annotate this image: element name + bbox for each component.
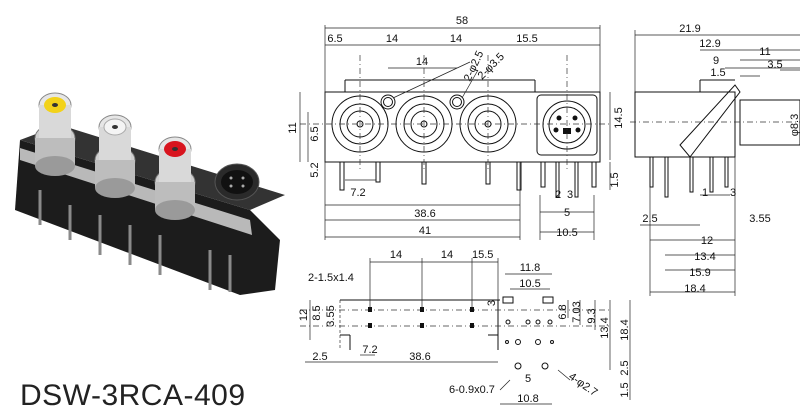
pcb-dim-11-8: 11.8 <box>520 262 541 274</box>
pcb-dim-2-1-5x1-4: 2-1.5x1.4 <box>308 272 354 284</box>
pcb-dim-13-4: 13.4 <box>599 317 611 338</box>
side-dim-15-9: 15.9 <box>689 267 710 279</box>
side-dim-21-9: 21.9 <box>679 23 700 35</box>
front-dim-6-5: 6.5 <box>327 33 342 45</box>
pcb-dim-2-5: 2.5 <box>312 351 327 363</box>
front-dim-14a: 14 <box>386 33 398 45</box>
product-photo <box>15 92 285 295</box>
front-dim-5-2: 5.2 <box>309 162 321 177</box>
pcb-dim-10-8: 10.8 <box>517 393 538 405</box>
side-dim-12: 12 <box>701 235 713 247</box>
pcb-dim-15-5: 15.5 <box>472 249 493 261</box>
side-dim-18-4: 18.4 <box>684 283 705 295</box>
pcb-dim-2-5v: 2.5 <box>619 360 631 375</box>
front-dim-3: 3 <box>567 189 573 201</box>
front-dim-5: 5 <box>564 207 570 219</box>
side-dim-11: 11 <box>759 46 770 58</box>
front-dim-6-5v: 6.5 <box>309 126 321 141</box>
front-dim-lines <box>299 25 611 240</box>
pcb-dim-14a: 14 <box>390 249 402 261</box>
front-dim-38-6: 38.6 <box>414 208 435 220</box>
pcb-dim-18-4: 18.4 <box>619 319 631 340</box>
side-dim-phi8-3: φ8.3 <box>789 114 800 136</box>
side-dim-2-5: 2.5 <box>642 213 657 225</box>
pcb-dim-8-5: 8.5 <box>311 305 323 320</box>
side-dim-3-55: 3.55 <box>749 213 770 225</box>
side-dim-lines <box>634 30 800 296</box>
front-dim-2: 2 <box>555 189 561 201</box>
side-dim-1-5: 1.5 <box>710 67 725 79</box>
front-view: 58 6.5 14 14 15.5 14 2-φ2.5 2-φ3.5 11 6.… <box>287 15 625 240</box>
pins <box>38 190 232 292</box>
front-dim-41: 41 <box>419 225 431 237</box>
s-video-jack <box>214 163 260 201</box>
pcb-dim-7-2: 7.2 <box>362 344 377 356</box>
side-body <box>634 91 736 158</box>
side-dim-3: 3 <box>730 187 736 199</box>
pcb-dim-6-0-9x0-7: 6-0.9x0.7 <box>449 384 495 396</box>
pcb-dim-10-5: 10.5 <box>519 278 540 290</box>
side-dim-13-4: 13.4 <box>694 251 715 263</box>
front-dim-width: 58 <box>456 15 468 27</box>
pcb-dim-lines <box>305 258 631 405</box>
pcb-layout: 14 14 15.5 2-1.5x1.4 11.8 10.5 3 6.8 7.0… <box>298 249 631 405</box>
pcb-dim-3-55: 3.55 <box>325 305 337 326</box>
front-pins <box>339 161 597 198</box>
pcb-dim-1-5: 1.5 <box>619 382 631 397</box>
side-dim-9: 9 <box>713 55 719 67</box>
pcb-dim-7-03: 7.03 <box>571 301 583 322</box>
rca-jack-white <box>94 114 136 198</box>
front-dim-14b: 14 <box>450 33 462 45</box>
side-dim-3-5: 3.5 <box>767 59 782 71</box>
front-dim-15-5: 15.5 <box>516 33 537 45</box>
front-dim-10-5: 10.5 <box>556 227 577 239</box>
side-dim-12-9: 12.9 <box>699 38 720 50</box>
front-dim-14-5: 14.5 <box>613 107 625 128</box>
mount-hole-2 <box>449 94 465 110</box>
side-jack-barrel <box>739 99 800 146</box>
model-title: DSW-3RCA-409 <box>20 379 246 412</box>
front-dim-14-holes: 14 <box>416 56 428 68</box>
pcb-dim-9-3: 9.3 <box>586 308 598 323</box>
metal-bracket <box>20 148 252 235</box>
pcb-dim-6-8: 6.8 <box>557 304 569 319</box>
front-dim-1-5: 1.5 <box>609 172 621 187</box>
pcb-dim-5: 5 <box>525 373 531 385</box>
front-dim-11: 11 <box>287 122 299 133</box>
pcb-dim-4-phi2-7: 4-φ2.7 <box>566 371 599 399</box>
mount-hole-1 <box>380 94 396 110</box>
rca-jack-yellow <box>34 92 76 176</box>
front-dim-7-2: 7.2 <box>350 187 365 199</box>
pcb-dim-12: 12 <box>298 309 310 321</box>
pcb-svideo-pads <box>502 296 554 370</box>
pcb-dim-14b: 14 <box>441 249 453 261</box>
side-pins <box>649 156 729 198</box>
side-dim-1: 1 <box>702 187 708 199</box>
rca-jack-red <box>154 136 196 220</box>
pcb-dim-3: 3 <box>486 300 498 306</box>
side-view: 21.9 12.9 11 9 3.5 1.5 φ8.3 1 3 2.5 3.55… <box>630 23 800 296</box>
pcb-dim-38-6: 38.6 <box>409 351 430 363</box>
